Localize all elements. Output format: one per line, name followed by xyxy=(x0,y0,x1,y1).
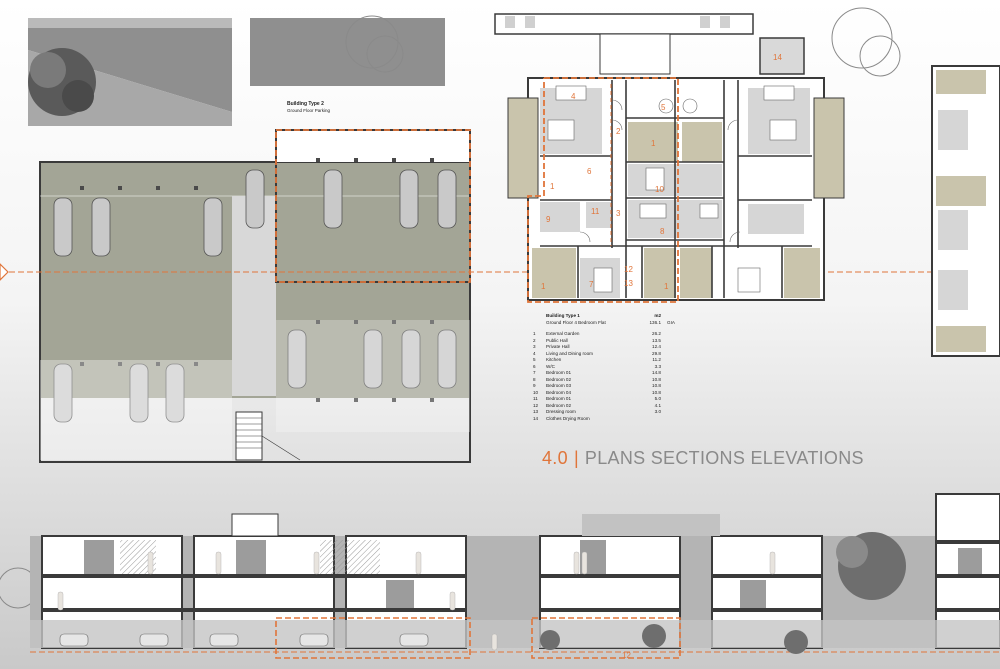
right-building-fragment xyxy=(931,65,1000,357)
room-row: 13 Dressing room 3.0 xyxy=(533,409,687,416)
room-name: External Garden xyxy=(546,331,580,336)
room-label: 10 xyxy=(655,185,664,194)
room-label: 1 xyxy=(541,282,546,291)
schedule-subtitle: Ground Floor 4 Bedroom Flat xyxy=(546,319,606,325)
room-row: 4 Living and Dining room 29.8 xyxy=(533,351,687,358)
schedule-total-label: GIA xyxy=(667,319,675,325)
heading-separator: | xyxy=(573,448,579,468)
building-type-2-subtitle: Ground Floor Parking xyxy=(287,108,331,113)
room-row: 10 Bedroom 04 10.8 xyxy=(533,390,687,397)
room-area: 10.8 xyxy=(652,376,661,382)
room-name: Public Hall xyxy=(546,337,568,343)
room-name: Living and Dining room xyxy=(546,350,593,356)
room-number: 3 xyxy=(533,344,536,349)
schedule-total-row: Ground Floor 4 Bedroom Flat 136.1 GIA xyxy=(533,320,687,327)
upper-building-fragment xyxy=(494,13,805,75)
room-label: 9 xyxy=(546,215,551,224)
room-row: 7 Bedroom 01 14.8 xyxy=(533,370,687,377)
parking-plan xyxy=(39,129,471,463)
room-number: 12 xyxy=(533,402,539,408)
room-area xyxy=(642,416,661,423)
schedule-header-row: Building Type 1 m2 xyxy=(533,313,687,320)
schedule-title: Building Type 1 xyxy=(546,313,580,318)
person-icon xyxy=(57,551,776,651)
room-name: Private Hall xyxy=(546,344,570,349)
tree-icon xyxy=(28,48,96,116)
room-name: Bedroom 02 xyxy=(546,376,572,382)
flat-floor-plan xyxy=(507,77,845,303)
room-label: 3 xyxy=(616,209,621,218)
room-row: 1 External Garden 26.2 xyxy=(533,331,687,338)
room-row: 2 Public Hall 13.5 xyxy=(533,338,687,345)
room-area: 12.4 xyxy=(652,344,661,349)
room-label: 7 xyxy=(589,280,594,289)
room-area: 5.0 xyxy=(654,396,661,401)
room-number: 7 xyxy=(533,370,536,375)
room-label: 14 xyxy=(773,53,782,62)
room-name: Kitchen xyxy=(546,357,562,362)
room-label: 1 xyxy=(550,182,555,191)
room-label: 1 xyxy=(651,139,656,148)
room-name: Bedroom 01 xyxy=(546,370,572,375)
room-area: 10.8 xyxy=(652,383,661,388)
area-schedule: Building Type 1 m2 Ground Floor 4 Bedroo… xyxy=(533,313,687,422)
room-area: 4.1 xyxy=(654,402,661,408)
room-number: 11 xyxy=(533,396,538,401)
room-name: Bedroom 01 xyxy=(546,396,572,401)
schedule-total-area: 136.1 xyxy=(649,319,662,325)
room-label: 2 xyxy=(616,127,621,136)
room-name: Bedroom 04 xyxy=(546,389,572,395)
tree-icon xyxy=(540,532,906,654)
room-list: 1 External Garden 26.2 2 Public Hall 13.5 3 Pri… xyxy=(533,331,687,422)
room-number: 1 xyxy=(533,331,536,336)
schedule-unit: m2 xyxy=(654,313,661,318)
room-row: 3 Private Hall 12.4 xyxy=(533,344,687,351)
room-number: 4 xyxy=(533,350,536,356)
room-row: 5 Kitchen 11.2 xyxy=(533,357,687,364)
building-type-2-title: Building Type 2 xyxy=(287,101,324,107)
room-area: 11.2 xyxy=(652,357,661,362)
room-row: 11 Bedroom 01 5.0 xyxy=(533,396,687,403)
room-label: 8 xyxy=(660,227,665,236)
room-label: 11 xyxy=(591,207,600,216)
section-room-label: 12 xyxy=(622,651,631,660)
room-area: 14.8 xyxy=(652,370,661,375)
room-name: Bedroom 03 xyxy=(546,383,572,388)
room-area: 3.0 xyxy=(654,409,661,414)
room-name: Bedroom 02 xyxy=(546,402,572,408)
room-label: 12 xyxy=(624,265,633,274)
room-number: 14 xyxy=(533,415,539,421)
room-number: 9 xyxy=(533,383,536,388)
room-row: 9 Bedroom 03 10.8 xyxy=(533,383,687,390)
room-name: Dressing room xyxy=(546,409,576,414)
room-row: 6 W/C 3.3 xyxy=(533,364,687,371)
heading-number: 4.0 xyxy=(542,448,568,468)
plan-room-labels: 1 1 1 1 2 3 4 5 6 7 8 9 10 11 12 13 14 xyxy=(541,53,782,291)
room-label: 13 xyxy=(624,279,633,288)
room-number: 13 xyxy=(533,409,539,414)
heading-title: PLANS SECTIONS ELEVATIONS xyxy=(584,448,864,468)
room-number: 2 xyxy=(533,337,536,343)
room-number: 5 xyxy=(533,357,536,362)
room-name: Clothes Drying Room xyxy=(546,415,590,421)
room-row: 8 Bedroom 02 10.8 xyxy=(533,377,687,384)
room-label: 5 xyxy=(661,103,666,112)
room-area: 29.8 xyxy=(652,350,661,356)
room-row: 12 Bedroom 02 4.1 xyxy=(533,403,687,410)
room-number: 10 xyxy=(533,389,539,395)
room-area: 10.8 xyxy=(652,389,661,395)
room-area: 3.3 xyxy=(654,363,661,369)
room-number: 8 xyxy=(533,376,536,382)
section-heading: 4.0|PLANS SECTIONS ELEVATIONS xyxy=(542,448,864,469)
room-label: 6 xyxy=(587,167,592,176)
room-label: 1 xyxy=(664,282,669,291)
room-area: 26.2 xyxy=(652,331,661,336)
room-name: W/C xyxy=(546,363,555,369)
room-label: 4 xyxy=(571,92,576,101)
room-number: 6 xyxy=(533,363,536,369)
room-area: 13.5 xyxy=(652,337,661,343)
section-elevation xyxy=(30,493,1000,659)
room-row: 14 Clothes Drying Room xyxy=(533,416,687,423)
